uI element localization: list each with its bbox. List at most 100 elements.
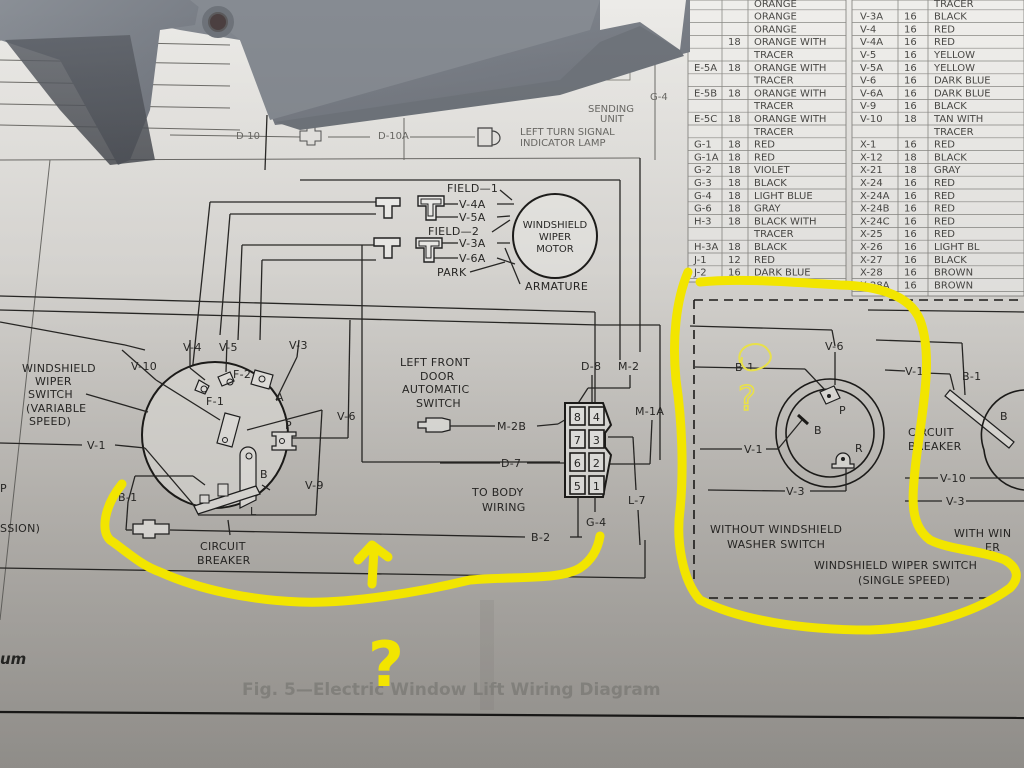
table-cell: ORANGE WITH bbox=[754, 37, 826, 48]
wire-label-l7: L-7 bbox=[628, 494, 646, 507]
table-cell: ORANGE WITH bbox=[754, 88, 826, 99]
inset-wire-label-v3: V-3 bbox=[786, 485, 805, 498]
right-wire-label-v1: V-1 bbox=[905, 365, 924, 378]
table-cell: VIOLET bbox=[754, 165, 791, 176]
table-cell: RED bbox=[934, 24, 955, 35]
table-cell: 16 bbox=[904, 191, 917, 202]
table-cell: DARK BLUE bbox=[934, 76, 991, 87]
annotation-circle-left bbox=[100, 479, 605, 607]
table-cell: X-28 bbox=[860, 268, 883, 279]
table-cell: 18 bbox=[728, 152, 741, 163]
inset-wire-label-v1: V-1 bbox=[744, 443, 763, 456]
park-label: PARK bbox=[437, 266, 467, 279]
wire-label-g4-top: G-4 bbox=[650, 92, 668, 103]
single-speed-title-1: WINDSHIELD WIPER SWITCH bbox=[814, 559, 977, 572]
table-cell: V-5A bbox=[860, 63, 883, 74]
table-cell: X-21 bbox=[860, 165, 883, 176]
table-cell: 16 bbox=[904, 24, 917, 35]
connector-pin-number: 6 bbox=[574, 457, 581, 470]
wire-label-v1: V-1 bbox=[87, 439, 106, 452]
table-cell: TRACER bbox=[933, 0, 974, 10]
inset-terminal-label-b: B bbox=[814, 424, 822, 437]
edge-text-p: P bbox=[0, 482, 7, 495]
table-cell: X-27 bbox=[860, 255, 883, 266]
table-cell: BLACK bbox=[934, 101, 967, 112]
switch-title-3: SWITCH bbox=[28, 388, 73, 401]
lamp-icon bbox=[477, 127, 501, 147]
table-cell: V-3A bbox=[860, 12, 883, 23]
connector-pin-number: 2 bbox=[593, 457, 600, 470]
wire-label-v4: V-4 bbox=[183, 341, 202, 354]
table-cell: V-4 bbox=[860, 24, 876, 35]
table-cell: 18 bbox=[728, 114, 741, 125]
right-terminal-label-b: B bbox=[1000, 410, 1008, 423]
table-cell: 16 bbox=[904, 268, 917, 279]
connector-b1-icon bbox=[132, 519, 170, 539]
switch-title-5: SPEED) bbox=[29, 415, 71, 428]
table-cell: G-1 bbox=[694, 140, 712, 151]
body-wiring-label-2: WIRING bbox=[482, 501, 526, 514]
table-cell: GRAY bbox=[754, 204, 781, 215]
wire-label-v3a: V-3A bbox=[459, 237, 486, 250]
table-cell: LIGHT BL bbox=[934, 242, 980, 253]
table-cell: GRAY bbox=[934, 165, 961, 176]
connector-pin-number: 1 bbox=[593, 480, 600, 493]
armature-label: ARMATURE bbox=[525, 280, 588, 293]
field1-label: FIELD—1 bbox=[447, 182, 498, 195]
table-cell: 18 bbox=[728, 191, 741, 202]
right-wire-label-v3: V-3 bbox=[946, 495, 965, 508]
table-cell: V-5 bbox=[860, 50, 876, 61]
table-cell: BLACK WITH bbox=[754, 216, 817, 227]
svg-text:?: ? bbox=[738, 379, 756, 419]
table-cell: 16 bbox=[904, 101, 917, 112]
table-cell: 18 bbox=[728, 216, 741, 227]
door-switch-plunger-icon bbox=[417, 417, 451, 433]
turn-lamp-label-2: INDICATOR LAMP bbox=[520, 138, 606, 149]
table-cell: 16 bbox=[904, 178, 917, 189]
edge-text-ssion: SSION) bbox=[0, 522, 40, 535]
table-cell: TAN WITH bbox=[933, 114, 983, 125]
table-cell: 16 bbox=[904, 242, 917, 253]
right-wire-label-b1: B-1 bbox=[962, 370, 981, 383]
table-cell: ORANGE WITH bbox=[754, 114, 826, 125]
table-cell: BROWN bbox=[934, 280, 973, 291]
table-cell: 16 bbox=[904, 280, 917, 291]
table-cell: V-9 bbox=[860, 101, 876, 112]
table-cell: G-2 bbox=[694, 165, 712, 176]
inset-terminal-label-p: P bbox=[839, 404, 846, 417]
without-washer-label-1: WITHOUT WINDSHIELD bbox=[710, 523, 842, 536]
table-cell: 16 bbox=[904, 204, 917, 215]
table-cell: RED bbox=[754, 152, 775, 163]
table-cell: 16 bbox=[904, 50, 917, 61]
wire-label-v6: V-6 bbox=[337, 410, 356, 423]
door-switch-label-1: LEFT FRONT bbox=[400, 356, 470, 369]
single-speed-title-2: (SINGLE SPEED) bbox=[858, 574, 950, 587]
table-cell: G-6 bbox=[694, 204, 712, 215]
table-cell: J-2 bbox=[693, 268, 707, 279]
table-cell: 18 bbox=[904, 165, 917, 176]
table-cell: X-24C bbox=[860, 216, 890, 227]
table-cell: G-3 bbox=[694, 178, 712, 189]
table-cell: G-4 bbox=[694, 191, 712, 202]
right-wire-label-v10: V-10 bbox=[940, 472, 966, 485]
table-cell: X-12 bbox=[860, 152, 883, 163]
table-cell: V-10 bbox=[860, 114, 883, 125]
with-washer-label-1: WITH WIN bbox=[954, 527, 1011, 540]
table-cell: X-24A bbox=[860, 191, 890, 202]
table-cell: G-1A bbox=[694, 152, 719, 163]
table-cell: BLACK bbox=[754, 242, 787, 253]
annotation-question-large: ? bbox=[368, 628, 404, 701]
table-cell: 18 bbox=[904, 114, 917, 125]
table-cell: 16 bbox=[904, 88, 917, 99]
annotation-question-small: ? bbox=[737, 343, 772, 420]
table-cell: ORANGE bbox=[754, 24, 797, 35]
table-cell: 16 bbox=[904, 216, 917, 227]
wire-label-d8: D-8 bbox=[581, 360, 601, 373]
table-cell: RED bbox=[934, 229, 955, 240]
circuit-breaker-label-2: BREAKER bbox=[197, 554, 251, 567]
table-cell: J-1 bbox=[693, 255, 707, 266]
table-cell: V-4A bbox=[860, 37, 883, 48]
